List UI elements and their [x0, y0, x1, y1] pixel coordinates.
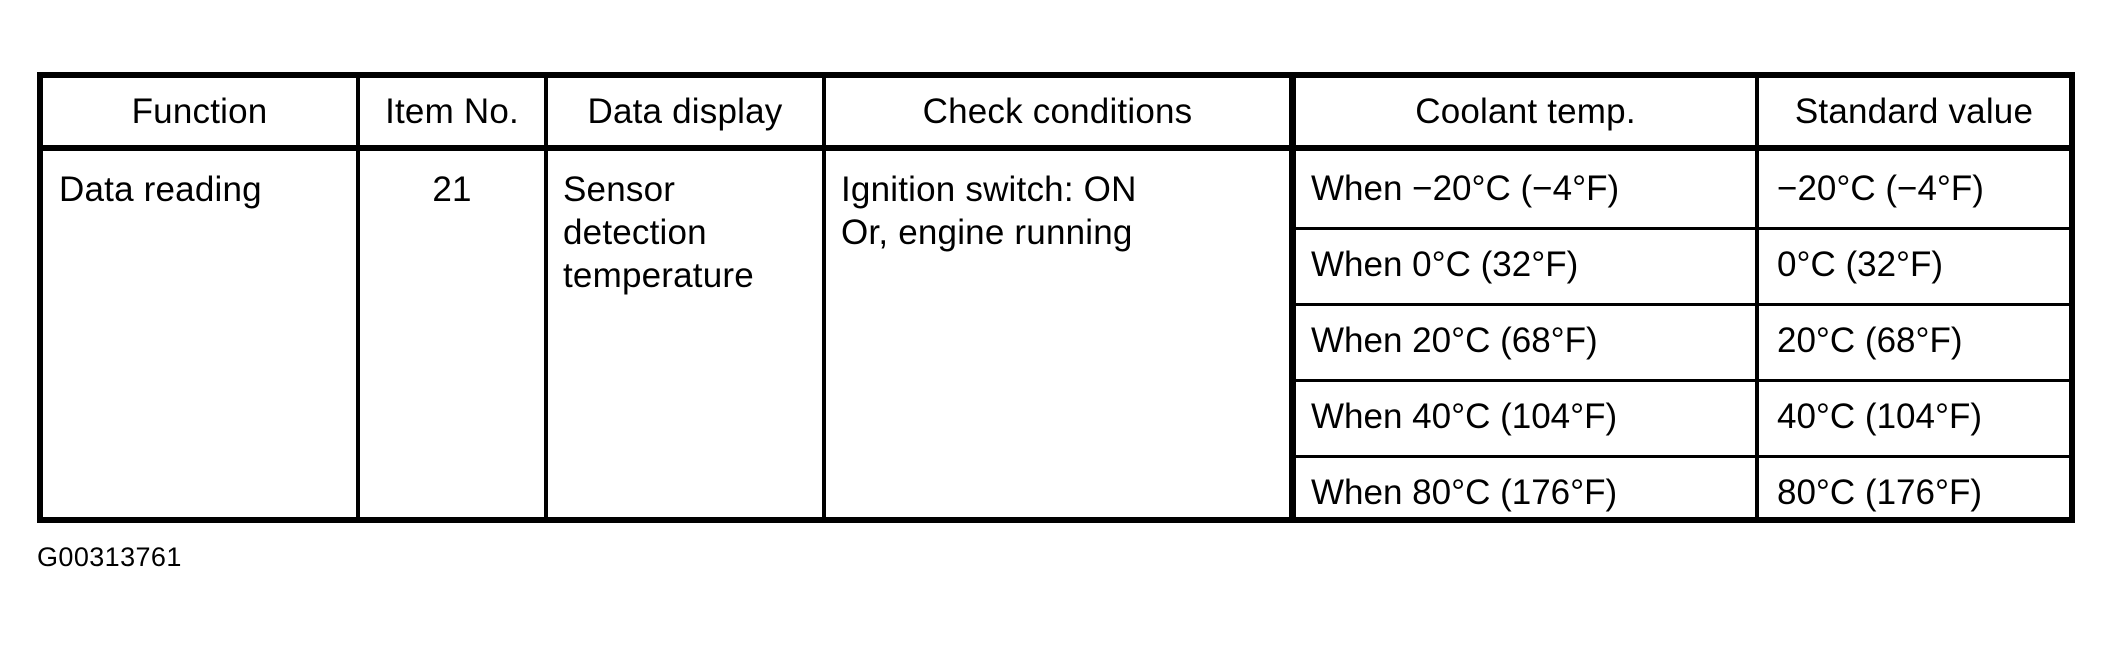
column-rule-2 [544, 78, 548, 517]
cell-standard-value: −20°C (−4°F) [1777, 169, 1984, 208]
column-rule-1 [356, 78, 360, 517]
cell-coolant-temp: When 0°C (32°F) [1311, 245, 1579, 284]
column-header-function: Function [131, 92, 268, 131]
cell-coolant-temp: When −20°C (−4°F) [1311, 169, 1620, 208]
subrow-separator-4 [1289, 455, 2069, 458]
cell-coolant-temp: When 40°C (104°F) [1311, 397, 1618, 436]
service-data-table: Function Item No. Data display Check con… [37, 72, 2075, 523]
cell-standard-value: 20°C (68°F) [1777, 321, 1963, 360]
table-inner: Function Item No. Data display Check con… [43, 78, 2069, 517]
column-header-check-conditions: Check conditions [922, 92, 1193, 131]
cell-coolant-temp: When 80°C (176°F) [1311, 473, 1618, 512]
cell-standard-value: 40°C (104°F) [1777, 397, 1983, 436]
subrow-separator-2 [1289, 303, 2069, 306]
column-header-standard-value: Standard value [1794, 92, 2034, 131]
column-header-item-no: Item No. [385, 92, 519, 131]
subrow-separator-3 [1289, 379, 2069, 382]
cell-data-display: Sensor detection temperature [563, 170, 754, 295]
column-header-data-display: Data display [587, 92, 783, 131]
header-separator [43, 145, 2069, 151]
cell-check-conditions: Ignition switch: ON Or, engine running [841, 170, 1137, 252]
cell-function: Data reading [59, 170, 262, 209]
column-rule-5 [1755, 78, 1759, 517]
column-rule-3 [822, 78, 826, 517]
cell-standard-value: 0°C (32°F) [1777, 245, 1944, 284]
cell-item-no: 21 [432, 170, 472, 209]
column-header-coolant-temp: Coolant temp. [1415, 92, 1636, 131]
column-rule-4 [1289, 78, 1296, 517]
subrow-separator-1 [1289, 227, 2069, 230]
figure-caption-id: G00313761 [37, 542, 182, 572]
cell-coolant-temp: When 20°C (68°F) [1311, 321, 1598, 360]
cell-standard-value: 80°C (176°F) [1777, 473, 1983, 512]
